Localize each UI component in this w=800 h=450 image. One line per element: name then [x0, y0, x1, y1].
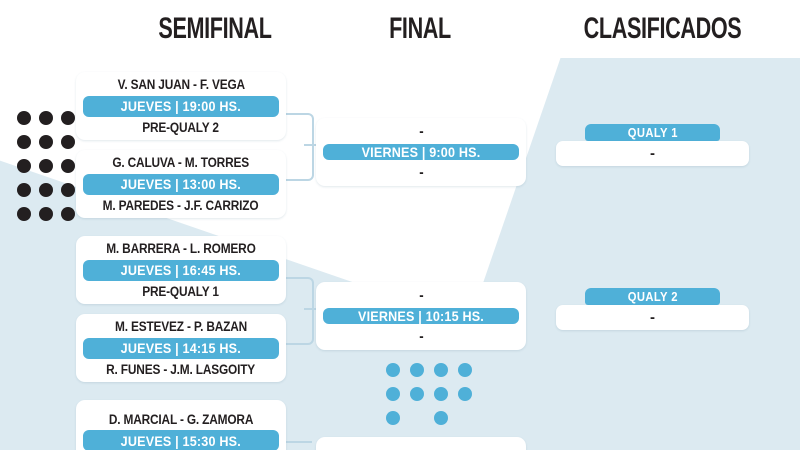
qualy-slot-card[interactable]: - [556, 141, 749, 166]
match-card[interactable]: D. MARCIAL - G. ZAMORA JUEVES | 15:30 HS… [76, 400, 286, 450]
match-top-player: M. ESTEVEZ - P. BAZAN [114, 319, 248, 334]
decorative-dot [434, 411, 448, 425]
connector-final-2-stub [304, 308, 316, 310]
match-time-label: JUEVES | 14:15 HS. [120, 340, 242, 356]
qualy-slot-value: - [650, 145, 655, 162]
decorative-dot [458, 363, 472, 377]
blue-dot-grid [0, 0, 472, 425]
match-time-label: JUEVES | 13:00 HS. [120, 176, 242, 192]
decorative-dot [434, 363, 448, 377]
match-top-player: M. BARRERA - L. ROMERO [106, 241, 256, 256]
column-header-final: FINAL [389, 12, 451, 45]
decorative-dot [17, 135, 31, 149]
match-time-bar[interactable]: JUEVES | 13:00 HS. [83, 173, 279, 195]
final-time-bar[interactable]: VIERNES | 9:00 HS. [323, 144, 519, 160]
decorative-dot [17, 159, 31, 173]
match-card[interactable]: G. CALUVA - M. TORRES JUEVES | 13:00 HS.… [76, 150, 286, 218]
final-match-card-partial[interactable] [316, 437, 526, 450]
match-bottom-player: M. PAREDES - J.F. CARRIZO [103, 197, 259, 213]
decorative-dot [61, 207, 75, 221]
match-top-player: D. MARCIAL - G. ZAMORA [108, 411, 254, 427]
match-card[interactable]: V. SAN JUAN - F. VEGA JUEVES | 19:00 HS.… [76, 72, 286, 140]
decorative-dot [39, 135, 53, 149]
match-time-bar[interactable]: JUEVES | 19:00 HS. [83, 95, 279, 117]
decorative-dot [458, 387, 472, 401]
decorative-dot [39, 207, 53, 221]
decorative-dot [410, 387, 424, 401]
decorative-dot [386, 387, 400, 401]
connector-final-1-stub [304, 144, 316, 146]
final-top-player: - [418, 123, 424, 140]
connector-semi-5 [286, 441, 312, 443]
final-bottom-player: - [418, 164, 424, 181]
final-time-label: VIERNES | 10:15 HS. [358, 308, 484, 324]
decorative-dot [17, 207, 31, 221]
black-dot-grid [0, 0, 80, 240]
match-top-player: V. SAN JUAN - F. VEGA [117, 77, 245, 92]
decorative-dot [386, 411, 400, 425]
final-match-card[interactable]: - VIERNES | 10:15 HS. - [316, 282, 526, 350]
match-card[interactable]: M. BARRERA - L. ROMERO JUEVES | 16:45 HS… [76, 236, 286, 304]
decorative-dot [61, 183, 75, 197]
connector-semi-3-4 [286, 277, 314, 345]
decorative-dot [61, 111, 75, 125]
decorative-dot [17, 183, 31, 197]
final-time-bar[interactable]: VIERNES | 10:15 HS. [323, 308, 519, 324]
final-top-player: - [418, 287, 424, 304]
qualy-label: QUALY 2 [585, 288, 720, 305]
match-card[interactable]: M. ESTEVEZ - P. BAZAN JUEVES | 14:15 HS.… [76, 314, 286, 382]
qualy-slot-card[interactable]: - [556, 305, 749, 330]
connector-semi-1-2 [286, 113, 314, 181]
decorative-dot [39, 159, 53, 173]
match-time-bar[interactable]: JUEVES | 16:45 HS. [83, 259, 279, 281]
decorative-dot [39, 111, 53, 125]
decorative-dot [434, 387, 448, 401]
qualy-slot-value: - [650, 309, 655, 326]
decorative-dot [61, 135, 75, 149]
final-bottom-player: - [418, 328, 424, 345]
qualy-label: QUALY 1 [585, 124, 720, 141]
qualy-label-text: QUALY 1 [627, 125, 678, 140]
match-time-bar[interactable]: JUEVES | 14:15 HS. [83, 337, 279, 359]
column-header-clasificados: CLASIFICADOS [583, 12, 742, 45]
qualy-label-text: QUALY 2 [627, 289, 678, 304]
match-top-player: G. CALUVA - M. TORRES [112, 155, 250, 170]
final-time-label: VIERNES | 9:00 HS. [361, 144, 481, 160]
match-bottom-player: R. FUNES - J.M. LASGOITY [106, 361, 256, 377]
column-header-semifinal: SEMIFINAL [158, 12, 272, 45]
match-time-bar[interactable]: JUEVES | 15:30 HS. [83, 430, 279, 450]
match-time-label: JUEVES | 19:00 HS. [120, 98, 242, 114]
decorative-dot [410, 363, 424, 377]
match-time-label: JUEVES | 15:30 HS. [120, 432, 242, 449]
decorative-dot [61, 159, 75, 173]
match-bottom-player: PRE-QUALY 1 [142, 283, 220, 299]
match-time-label: JUEVES | 16:45 HS. [120, 262, 242, 278]
final-match-card[interactable]: - VIERNES | 9:00 HS. - [316, 118, 526, 186]
match-bottom-player: PRE-QUALY 2 [142, 119, 220, 135]
decorative-dot [39, 183, 53, 197]
decorative-dot [386, 363, 400, 377]
decorative-dot [17, 111, 31, 125]
